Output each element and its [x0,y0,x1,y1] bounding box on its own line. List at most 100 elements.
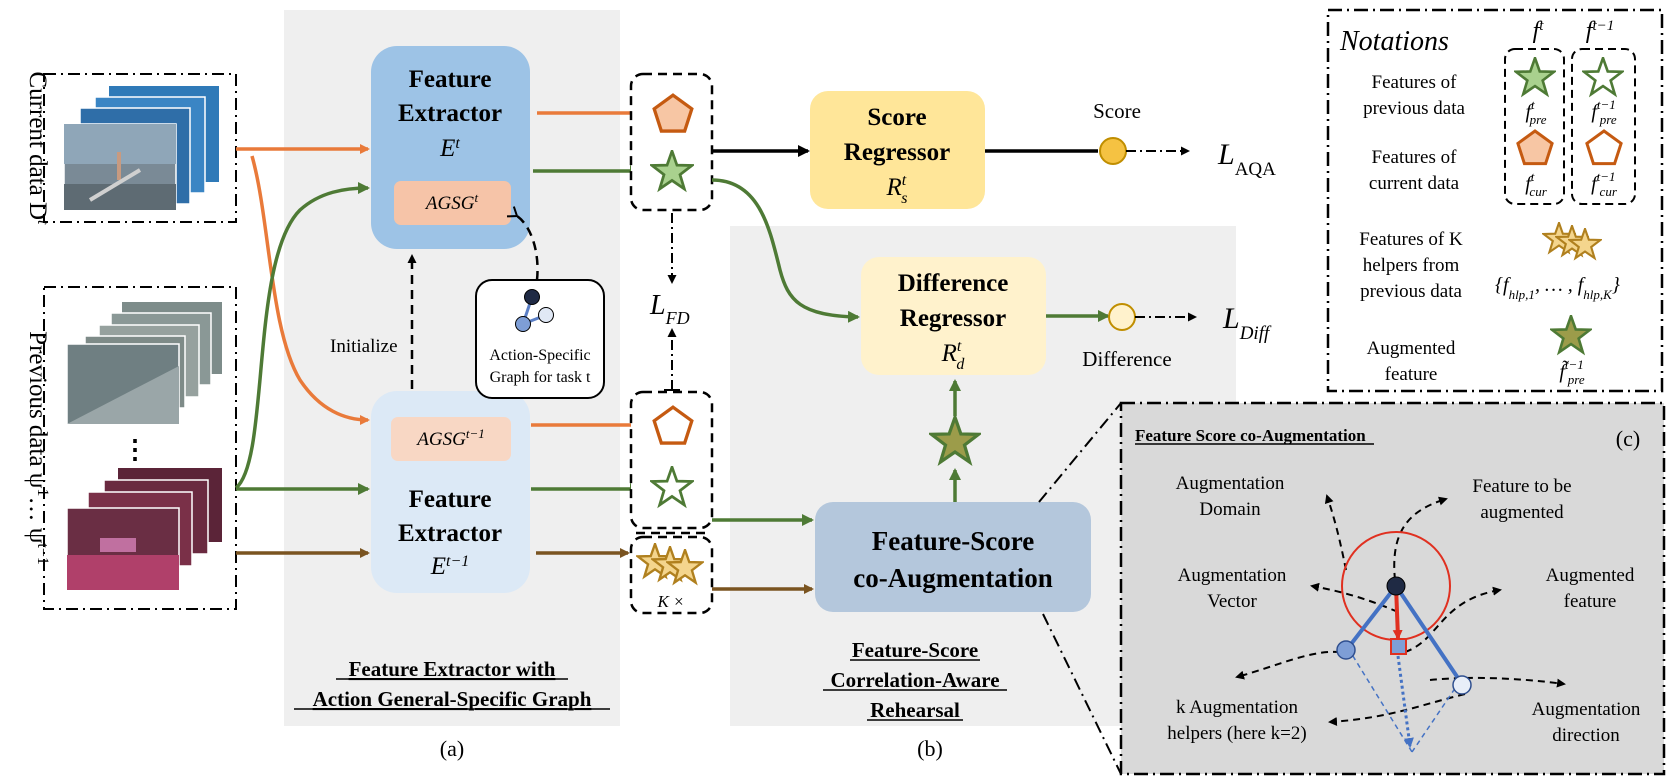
helpers-mid: , … , f [1535,274,1586,296]
score-regressor-sup: t [902,172,907,189]
aug-vector-label1: Augmentation [1178,565,1287,586]
aug-feature-sup: t−1 [1565,357,1584,372]
svg-text:Rtd: Rtd [941,338,966,373]
notations-row3-line2: helpers from [1363,255,1460,276]
extractor-current-sup: t [455,135,460,152]
notations-col2-sup: t−1 [1592,18,1614,34]
augmented-feature-label2: feature [1564,591,1617,612]
augmented-feature-label1: Augmented [1546,565,1635,586]
notations-row1-line1: Features of [1372,72,1458,93]
fsca-line1: Feature-Score [872,526,1034,556]
notations-row2-line1: Features of [1372,147,1458,168]
graph-callout-line2: Graph for task t [490,369,591,386]
aug-domain-label1: Augmentation [1176,473,1285,494]
previous-data-sup1: 1 [35,488,52,496]
vector-to-helper-1 [1346,584,1398,650]
difference-regressor-title1: Difference [898,270,1009,297]
feature-extractor-previous: AGSGt−1 Feature Extractor Et−1 [371,391,530,593]
svg-text:Previous data ψ1… ψt−1: Previous data ψ1… ψt−1 [24,331,52,565]
fcur-t1-sub: cur [1600,184,1618,199]
agsg-prev-sup: t−1 [466,426,485,441]
svg-text:Et−1: Et−1 [430,553,470,581]
previous-data-sup2: t−1 [35,543,52,564]
panel-b-caption2: Correlation-Aware [830,668,999,692]
extractor-prev-title1: Feature [409,486,492,513]
svg-text:Current data Dt: Current data Dt [24,71,52,225]
arrow-previous-to-extractor [234,182,370,490]
notations-col1-sup: t [1539,18,1544,34]
score-regressor-box [810,91,985,209]
helpers-set-open: {f [1495,274,1511,296]
arrow-star-to-difference-regressor [711,178,860,323]
extractor-prev-symbol: E [430,553,446,580]
svg-text:AGSGt: AGSGt [424,190,479,215]
k-helpers-label2: helpers (here k=2) [1167,723,1306,744]
extractor-current-symbol: E [439,135,455,162]
pointer-aug-direction [1429,676,1566,688]
notations-col2: f [1586,18,1596,44]
notations-panel: Notations ft ft−1 Features of previous d… [1326,8,1664,393]
helper-node-2 [1452,675,1472,695]
gym-floor [67,555,179,590]
notations-title: Notations [1339,26,1449,57]
graph-callout-arrow [506,206,539,281]
score-label: Score [1093,99,1141,123]
laqa-main: L [1217,138,1235,171]
notations-col1: f [1533,18,1543,44]
panel-a-caption2: Action General-Specific Graph [313,687,592,711]
score-regressor-title2: Regressor [844,139,950,166]
current-data-label: Current data Dt [24,71,52,225]
vector-to-helper-2 [1394,584,1462,683]
left-previous-data-group: ⋮ [43,286,237,610]
pointer-aug-domain [1324,494,1347,571]
score-output-circle [1099,137,1127,165]
aug-vector-label2: Vector [1207,591,1257,612]
helpers-sub1: hlp,1 [1509,287,1535,302]
fcur-t1-main: f [1591,173,1599,195]
lfd-main: L [649,290,666,321]
aug-domain-label2: Domain [1199,499,1261,520]
extractor-prev-sup: t−1 [446,553,469,570]
fsca-box: Feature-Score co-Augmentation [815,502,1091,612]
feature-extractor-current: Feature Extractor Et AGSGt [371,46,530,249]
graph-callout-box [475,279,605,399]
agsg-prev-text: AGSG [415,429,466,450]
graph-callout-line1: Action-Specific [489,347,590,364]
ldiff-main: L [1222,302,1240,335]
diver-figure [117,152,121,180]
fcur-t-sup: t [1531,169,1535,184]
graph-node-light [538,307,554,323]
graph-node-blue [515,316,531,332]
feature-to-aug-label1: Feature to be [1472,476,1571,497]
diving-ground [64,184,176,210]
notations-row3-line1: Features of K [1359,229,1463,250]
previous-data-label: Previous data ψ1… ψt−1 [24,331,52,565]
arrow-current-to-prev-extractor [250,155,370,425]
feature-to-aug-label2: augmented [1480,502,1564,523]
panel-b-caption1: Feature-Score [852,638,978,662]
agsg-current-text: AGSG [424,193,475,214]
panel-c-title: Feature Score co-Augmentation [1135,426,1366,445]
notations-col1-box [1504,48,1565,205]
extractor-current-title2: Extractor [398,100,502,127]
graph-node-dark [524,289,540,305]
agsg-prev-box [391,417,511,461]
extractor-current-title1: Feature [409,66,492,93]
pointer-feature-to-aug [1393,496,1448,581]
difference-regressor-sup: t [957,338,962,355]
difference-regressor-box [861,257,1046,375]
aug-feature-sub: pre [1567,372,1585,387]
difference-label: Difference [1082,347,1171,371]
fpre-t-main: f [1525,101,1533,123]
notations-box [1326,8,1664,393]
notations-row4-line1: Augmented [1367,338,1456,359]
fcur-t1-sup: t−1 [1597,169,1616,184]
panel-c: Feature Score co-Augmentation (c) Augmen… [1119,401,1666,776]
fsca-line2: co-Augmentation [853,563,1052,593]
